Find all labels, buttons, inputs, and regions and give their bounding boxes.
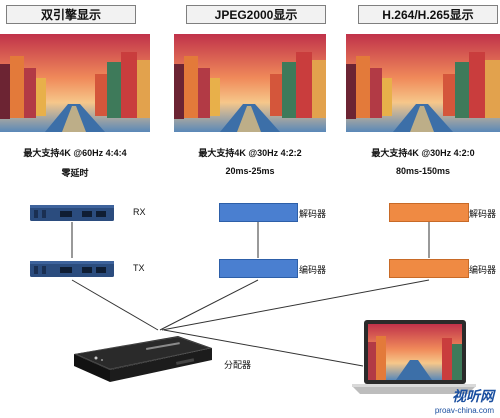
spec-text-3: 最大支持4K @30Hz 4:2:0 bbox=[371, 148, 475, 158]
jpeg-encoder-label: 编码器 bbox=[299, 265, 327, 275]
distributor-label: 分配器 bbox=[224, 360, 252, 370]
wire-col2-to-distributor bbox=[159, 279, 259, 331]
wire-col3-to-distributor bbox=[161, 279, 430, 331]
rx-label: RX bbox=[133, 207, 146, 217]
latency-text-2: 20ms-25ms bbox=[225, 166, 275, 176]
h26x-encoder-box bbox=[389, 259, 469, 278]
rx-device bbox=[30, 203, 114, 223]
venice-image-2 bbox=[174, 34, 326, 132]
tx-label: TX bbox=[133, 263, 145, 273]
latency-text-3: 80ms-150ms bbox=[395, 166, 451, 176]
wire-col1-to-distributor bbox=[71, 279, 159, 331]
latency-text-1: 零延时 bbox=[61, 168, 89, 178]
jpeg-decoder-box bbox=[219, 203, 298, 222]
h26x-decoder-box bbox=[389, 203, 469, 222]
venice-image-3 bbox=[346, 34, 500, 132]
spec-text-2: 最大支持4K @30Hz 4:2:2 bbox=[198, 148, 302, 158]
watermark: 视听网 proav-china.com bbox=[435, 386, 494, 415]
column-title-jpeg2000: JPEG2000显示 bbox=[186, 5, 326, 24]
watermark-url: proav-china.com bbox=[434, 406, 494, 415]
spec-text-1: 最大支持4K @60Hz 4:4:4 bbox=[23, 148, 127, 158]
column-title-h264-h265: H.264/H.265显示 bbox=[358, 5, 498, 24]
jpeg-decoder-label: 解码器 bbox=[299, 209, 327, 219]
jpeg-encoder-box bbox=[219, 259, 298, 278]
wire-laptop-to-distributor bbox=[163, 329, 364, 367]
venice-image-1 bbox=[0, 34, 150, 132]
laptop-icon bbox=[352, 320, 476, 396]
distributor-device bbox=[66, 328, 216, 386]
h26x-encoder-label: 编码器 bbox=[469, 265, 497, 275]
tx-device bbox=[30, 259, 114, 279]
watermark-logo: 视听网 bbox=[452, 388, 494, 404]
column-title-dual-engine: 双引擎显示 bbox=[6, 5, 136, 24]
h26x-decoder-label: 解码器 bbox=[469, 209, 497, 219]
